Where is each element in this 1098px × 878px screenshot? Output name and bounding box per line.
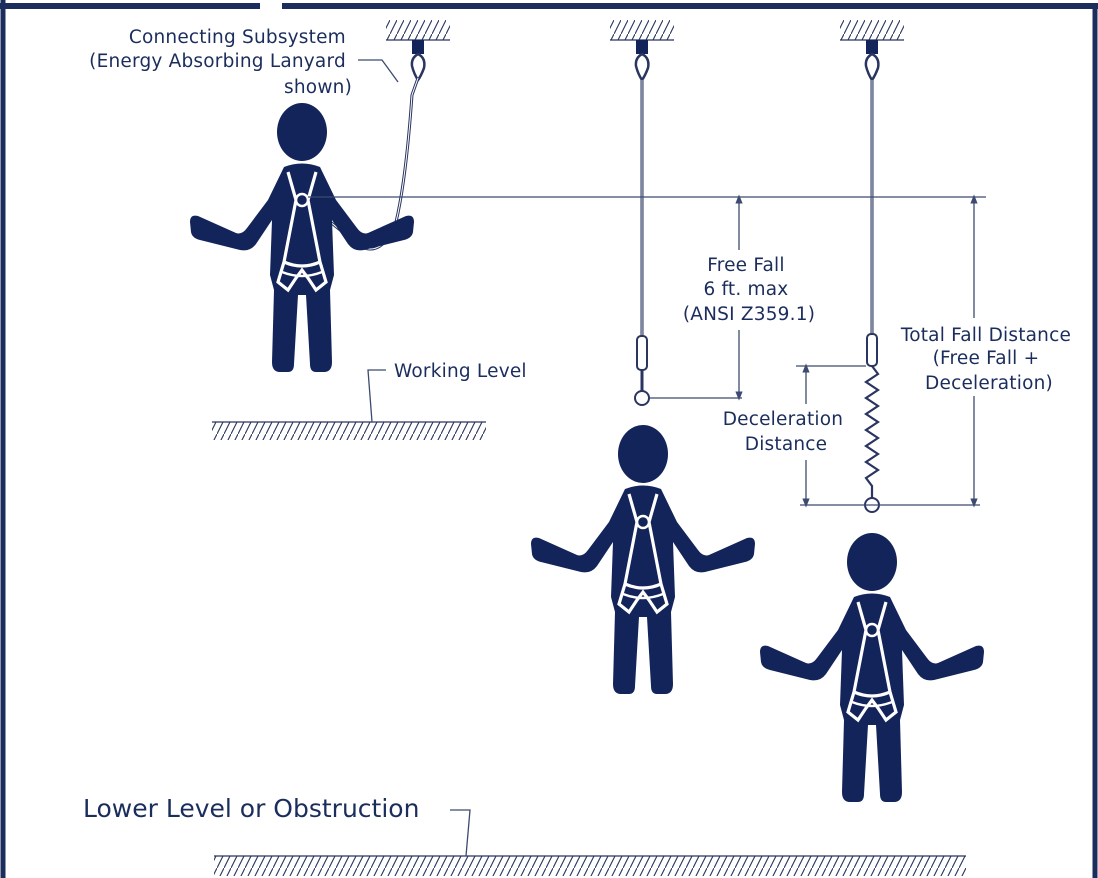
worker-standing bbox=[188, 101, 416, 374]
working-level-floor bbox=[212, 422, 486, 440]
worker-free-fall bbox=[529, 423, 757, 696]
energy-absorber-pack-3 bbox=[866, 333, 878, 367]
lower-level-floor bbox=[214, 856, 966, 876]
ceiling-anchor-3 bbox=[838, 18, 906, 82]
working-level-label: Working Level bbox=[394, 361, 527, 382]
ceiling-anchor-2 bbox=[608, 18, 676, 82]
lower-level-label: Lower Level or Obstruction bbox=[83, 794, 419, 823]
connecting-subsystem-label: Connecting Subsystem (Energy Absorbing L… bbox=[89, 27, 352, 98]
ceiling-anchor-1 bbox=[384, 18, 452, 82]
total-fall-distance-label: Total Fall Distance (Free Fall + Deceler… bbox=[900, 325, 1077, 394]
deceleration-distance-label: Deceleration Distance bbox=[723, 409, 850, 455]
energy-absorber-pack-2 bbox=[636, 335, 648, 371]
connecting-subsystem-leader bbox=[358, 59, 399, 83]
free-fall-label: Free Fall 6 ft. max (ANSI Z359.1) bbox=[683, 255, 815, 325]
working-level-leader bbox=[367, 369, 386, 423]
lower-level-leader bbox=[450, 809, 471, 857]
worker-arrested bbox=[758, 531, 986, 804]
deployed-absorber bbox=[864, 365, 880, 504]
